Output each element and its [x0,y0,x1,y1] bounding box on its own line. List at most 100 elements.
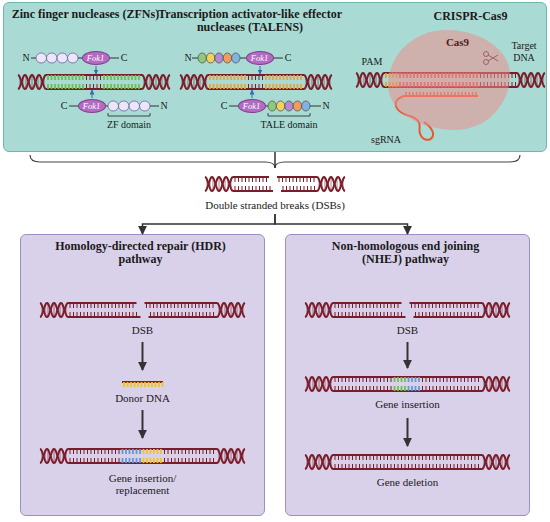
base [394,464,395,469]
base [119,449,120,454]
base [73,312,74,317]
base [125,458,127,463]
base-pair [213,178,214,191]
base-pair [57,308,58,311]
base-pair [328,182,329,185]
base [448,82,450,87]
base [101,312,102,317]
base-pair [358,76,359,85]
base-pair [243,452,244,461]
cas9-protein: Cas9 [388,30,510,130]
base [164,312,165,317]
base [426,455,427,460]
base [397,377,399,382]
base-pair [66,452,67,461]
base [461,312,462,317]
base [389,82,391,87]
base [188,303,189,308]
base [171,312,172,317]
backbone [208,74,304,76]
base [370,303,371,308]
dna-strand [180,75,332,89]
base [399,73,401,78]
base [426,386,427,391]
base [126,312,127,317]
base [356,377,357,382]
base [150,303,151,308]
base-pair [309,78,310,87]
base [475,377,476,382]
base [387,464,388,469]
base [425,303,426,308]
base [440,386,441,391]
base [484,82,485,87]
base [408,464,409,469]
base [439,303,440,308]
base-pair [316,382,317,385]
scissors [484,52,499,65]
sgrna-base [444,92,445,96]
base [384,312,385,317]
base [491,73,492,78]
backbone [305,303,333,317]
terminus-label: N [159,100,169,112]
base-pair [502,456,503,469]
backbone [18,75,46,89]
base [164,303,165,308]
base [213,449,214,454]
terminus-label: C [59,100,69,112]
base [464,312,465,317]
base-pair [484,458,485,467]
base [508,82,509,87]
scissors-blade [488,55,498,61]
base [457,303,458,308]
base [417,82,419,87]
base [396,73,398,78]
base [424,73,426,78]
base [410,73,412,78]
base [65,75,67,80]
base-pair [328,306,329,315]
base-pair [324,76,325,89]
base-pair [168,78,169,87]
step-label: DSB [388,324,428,336]
base [72,75,74,80]
base [422,386,423,391]
binding-domain [268,101,276,111]
base [289,177,290,182]
base-pair [337,178,338,191]
base [136,312,137,317]
base [394,455,395,460]
base [459,73,461,78]
base [150,449,152,454]
base [79,84,81,89]
base-pair [26,76,27,89]
base [466,82,468,87]
base-pair [57,454,58,457]
base-pair [225,304,226,317]
base [178,303,179,308]
backbone [208,88,304,90]
base [175,449,176,454]
base [455,82,457,87]
base [455,73,457,78]
base-pair [496,303,497,317]
base [129,449,131,454]
donor-base [162,382,164,387]
base [128,84,130,89]
donor-base [144,382,146,387]
base-pair [531,73,532,87]
base [265,84,267,89]
base [80,458,81,463]
base [422,377,423,382]
domain-bracket [268,113,310,116]
base [356,464,357,469]
base [446,303,447,308]
base-pair [325,304,326,317]
base [391,386,392,391]
scissors-ring [484,60,489,65]
base-pair [540,76,541,85]
base [515,73,516,78]
base [366,303,367,308]
base [266,177,267,182]
